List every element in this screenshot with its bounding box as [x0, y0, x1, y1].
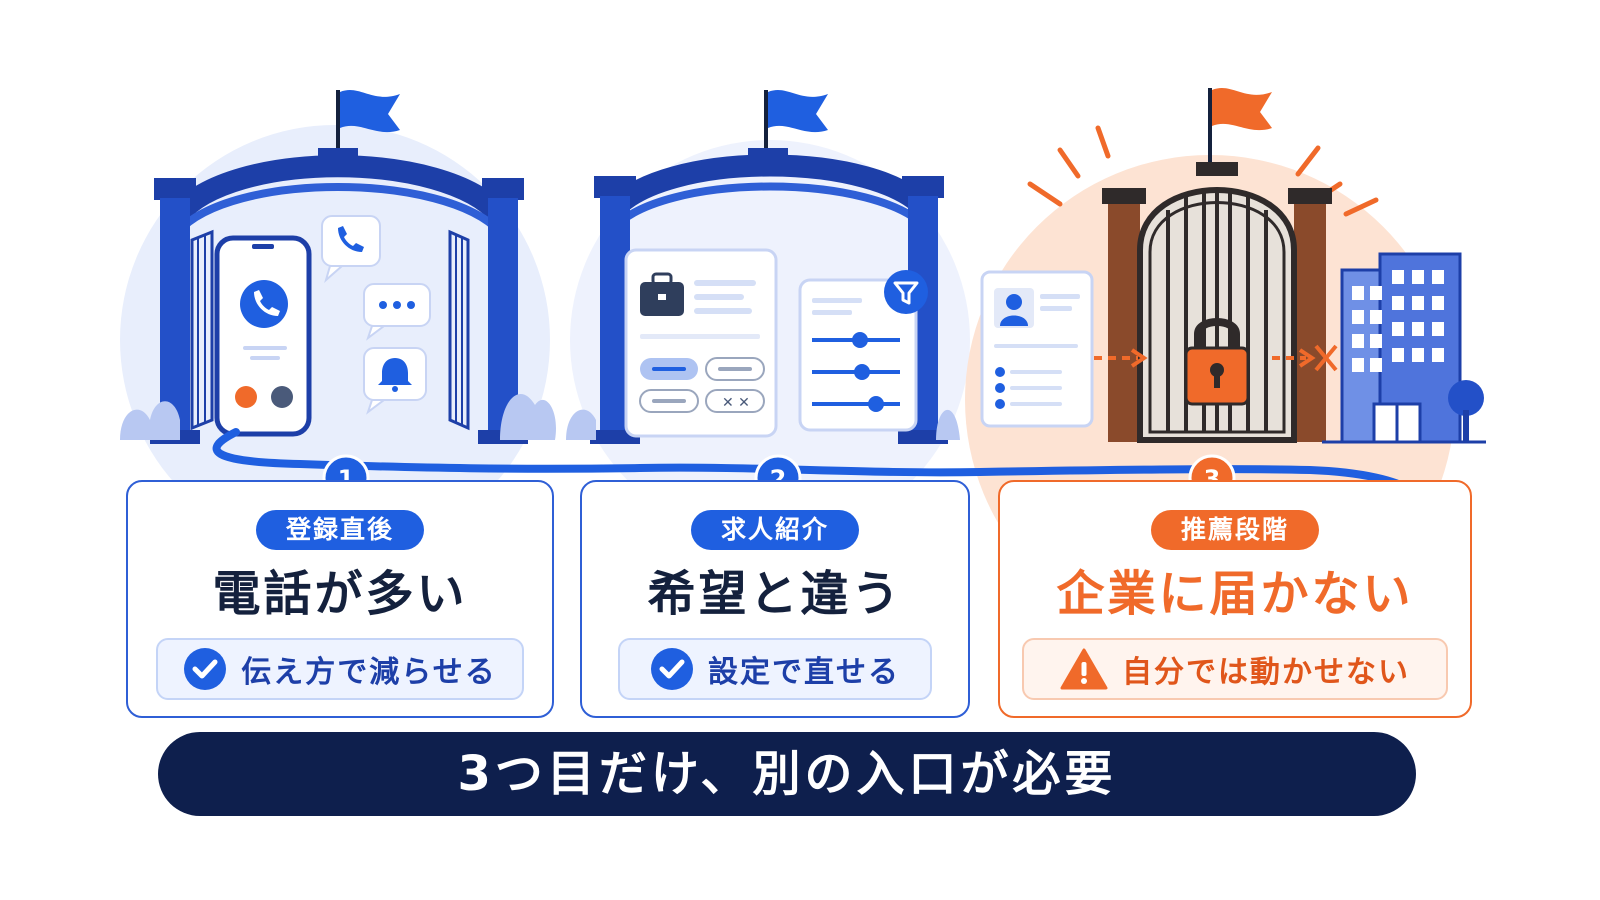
- step-note-text: 伝え方で減らせる: [241, 655, 497, 690]
- gate-3: [980, 88, 1486, 444]
- step-note: 伝え方で減らせる: [156, 638, 524, 700]
- stage-label: 登録直後: [255, 510, 425, 550]
- message-bubble-icon: [363, 283, 431, 341]
- warning-icon: [1060, 648, 1108, 690]
- step-note-text: 設定で直せる: [708, 655, 900, 690]
- step-headline: 希望と違う: [647, 566, 903, 622]
- step-card-2: 求人紹介 希望と違う 設定で直せる: [580, 480, 970, 718]
- job-card-icon: ✕ ✕: [624, 248, 778, 438]
- conclusion-banner: 3つ目だけ、別の入口が必要: [158, 732, 1416, 816]
- step-card-1: 登録直後 電話が多い 伝え方で減らせる: [126, 480, 554, 718]
- svg-text:✕ ✕: ✕ ✕: [722, 395, 750, 411]
- resume-card-icon: [980, 270, 1094, 428]
- company-building-icon: [1322, 252, 1486, 444]
- step-note-text: 自分では動かせない: [1122, 655, 1410, 690]
- gate-1: [120, 90, 556, 444]
- blocked-arrow-icon: [1094, 344, 1338, 372]
- check-circle-icon: [651, 648, 693, 690]
- gate1-background: [120, 125, 550, 555]
- step-card-3: 推薦段階 企業に届かない 自分では動かせない: [998, 480, 1472, 718]
- flag-icon: [1212, 88, 1272, 131]
- bell-bubble-icon: [363, 347, 427, 415]
- phone-bubble-icon: [321, 215, 381, 283]
- flag-icon: [768, 90, 828, 133]
- stage-label: 推薦段階: [1150, 510, 1320, 550]
- filter-card-icon: [798, 270, 928, 432]
- step-headline: 企業に届かない: [1056, 566, 1414, 622]
- step-note: 設定で直せる: [618, 638, 932, 700]
- check-circle-icon: [184, 648, 227, 690]
- gate-2: ✕ ✕: [566, 90, 960, 444]
- padlock-icon: [1184, 318, 1250, 406]
- stage-label: 求人紹介: [690, 510, 860, 550]
- step-headline: 電話が多い: [212, 566, 468, 622]
- flag-icon: [340, 90, 400, 133]
- step-note: 自分では動かせない: [1022, 638, 1448, 700]
- smartphone-icon: [214, 235, 312, 437]
